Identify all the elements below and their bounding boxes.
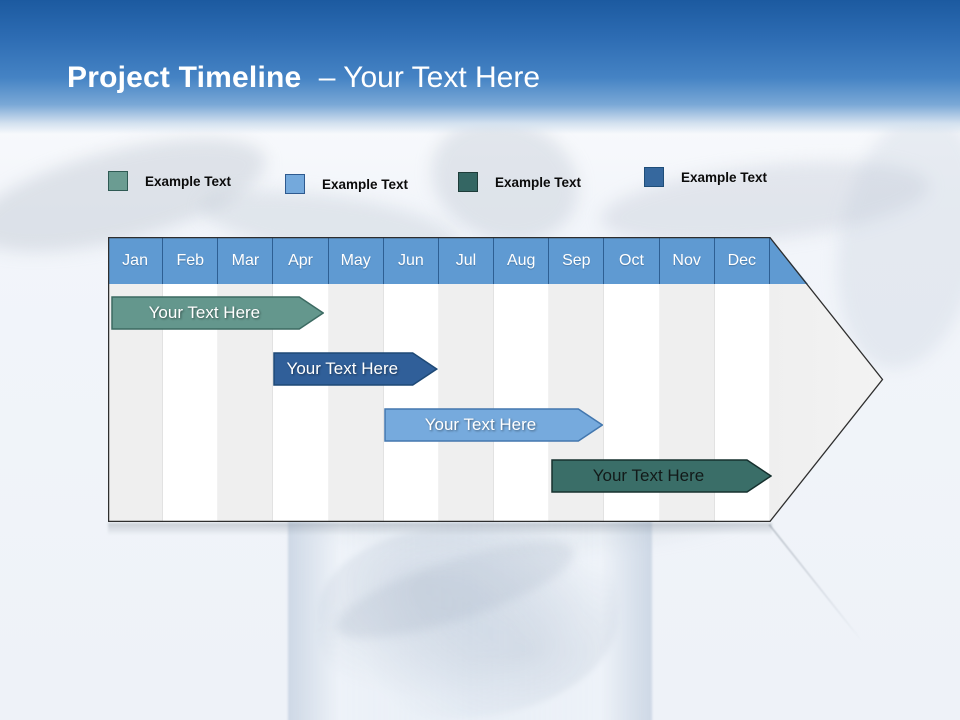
legend-label: Example Text bbox=[322, 176, 409, 192]
task-bar-label: Your Text Here bbox=[424, 415, 537, 434]
task-bar-4[interactable]: Your Text Here bbox=[551, 459, 772, 493]
task-bar-2[interactable]: Your Text Here bbox=[273, 352, 438, 386]
legend-item-1[interactable]: Example Text bbox=[108, 170, 231, 192]
timeline-reflection bbox=[108, 523, 772, 535]
water-glass-image bbox=[288, 518, 652, 720]
task-bar-3[interactable]: Your Text Here bbox=[384, 408, 604, 442]
legend-item-4[interactable]: Example Text bbox=[644, 166, 767, 188]
legend-swatch bbox=[458, 172, 478, 192]
legend-swatch bbox=[644, 167, 664, 187]
legend-swatch bbox=[285, 174, 305, 194]
legend-item-3[interactable]: Example Text bbox=[458, 171, 581, 193]
task-bar-label: Your Text Here bbox=[286, 359, 399, 378]
legend: Example Text Example Text Example Text Exam… bbox=[0, 0, 960, 194]
legend-swatch bbox=[108, 171, 128, 191]
page-title-placeholder[interactable]: – Your Text Here bbox=[318, 61, 541, 94]
legend-label: Example Text bbox=[145, 173, 232, 189]
task-bar-1[interactable]: Your Text Here bbox=[111, 296, 325, 330]
legend-item-2[interactable]: Example Text bbox=[285, 173, 408, 195]
task-bar-label: Your Text Here bbox=[148, 303, 261, 322]
legend-label: Example Text bbox=[681, 169, 768, 185]
page-title: Project Timeline – Your Text Here bbox=[67, 60, 540, 96]
task-bar-label: Your Text Here bbox=[592, 466, 705, 485]
title-banner bbox=[0, 0, 960, 134]
page-title-main: Project Timeline bbox=[67, 61, 302, 94]
legend-label: Example Text bbox=[495, 174, 582, 190]
